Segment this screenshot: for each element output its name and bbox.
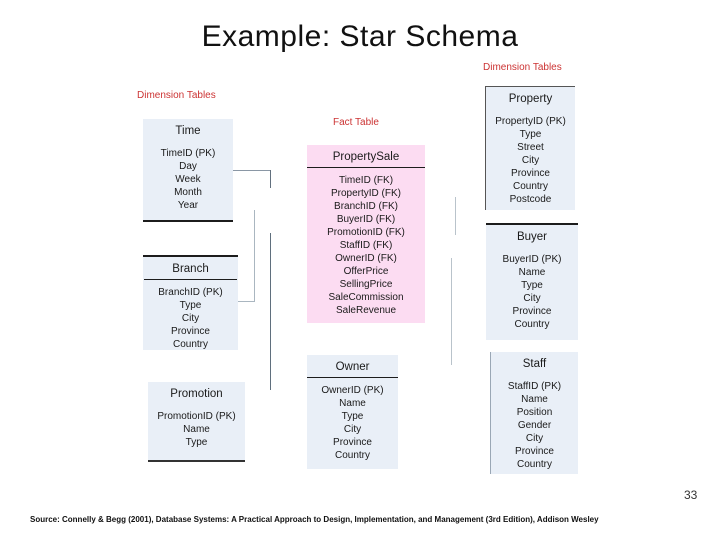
connector-time-fact-horizontal <box>233 170 270 171</box>
table-field: Postcode <box>509 194 552 205</box>
table-field: City <box>525 433 544 444</box>
connector-fact-staff-vertical <box>451 258 452 365</box>
table-field: Week <box>175 174 201 185</box>
table-field: SaleCommission <box>328 292 404 303</box>
table-field: Name <box>518 267 546 278</box>
table-header: PropertySale <box>307 145 425 168</box>
table-field: PropertyID (PK) <box>495 116 566 127</box>
slide-title: Example: Star Schema <box>201 20 519 53</box>
table-header: Branch <box>144 257 237 280</box>
table-field: PromotionID (FK) <box>327 227 405 238</box>
table-field: Street <box>517 142 544 153</box>
table-header: Property <box>508 93 553 105</box>
table-fields: TimeID (FK) PropertyID (FK) BranchID (FK) B… <box>307 168 425 317</box>
table-field: Type <box>185 437 208 448</box>
table-field: Country <box>512 181 548 192</box>
table-field: BranchID (PK) <box>158 287 223 298</box>
table-field: Type <box>519 129 542 140</box>
table-field: Country <box>172 339 208 350</box>
table-field: BranchID (FK) <box>334 201 398 212</box>
table-field: OwnerID (PK) <box>321 385 384 396</box>
table-field: Gender <box>517 420 552 431</box>
table-field: StaffID (PK) <box>507 381 562 392</box>
table-field: Year <box>177 200 199 211</box>
fact-table-property-sale: PropertySale TimeID (FK) PropertyID (FK) B… <box>307 145 425 323</box>
fact-table-label: Fact Table <box>333 117 379 128</box>
table-field: SellingPrice <box>339 279 393 290</box>
connector-time-fact-vertical <box>270 170 271 188</box>
table-header: Staff <box>522 358 547 370</box>
table-field: PromotionID (PK) <box>157 411 236 422</box>
table-field: Country <box>334 450 370 461</box>
table-header: Owner <box>307 355 398 378</box>
table-field: OfferPrice <box>343 266 389 277</box>
table-field: Province <box>512 306 552 317</box>
connector-fact-property-vertical <box>455 197 456 235</box>
table-field: City <box>343 424 362 435</box>
table-field: BuyerID (PK) <box>502 254 562 265</box>
table-field: Country <box>516 459 552 470</box>
table-field: Name <box>183 424 210 435</box>
table-header: Promotion <box>170 388 223 400</box>
table-field: PropertyID (FK) <box>330 188 401 199</box>
table-field: City <box>523 293 541 304</box>
table-field: City <box>521 155 540 166</box>
dimension-tables-label-left: Dimension Tables <box>137 90 216 101</box>
table-field: Province <box>333 437 372 448</box>
table-field: Province <box>511 168 550 179</box>
table-field: SaleRevenue <box>335 305 397 316</box>
table-field: BuyerID (FK) <box>336 214 396 225</box>
connector-branch-fact-vertical <box>254 210 255 302</box>
table-field: Name <box>521 394 548 405</box>
dimension-tables-label-right: Dimension Tables <box>483 62 562 73</box>
table-field: Name <box>339 398 366 409</box>
table-field: TimeID (PK) <box>160 148 216 159</box>
page-number: 33 <box>684 488 698 502</box>
table-header: Buyer <box>516 231 548 243</box>
table-field: StaffID (FK) <box>339 240 393 251</box>
table-header: Time <box>175 125 201 137</box>
connector-promotion-fact-vertical <box>270 233 271 390</box>
table-field: TimeID (FK) <box>338 175 394 186</box>
connector-branch-fact-horizontal <box>238 301 255 302</box>
table-field: Country <box>514 319 550 330</box>
table-field: Month <box>174 187 202 198</box>
table-field: Position <box>516 407 553 418</box>
table-field: Province <box>171 326 210 337</box>
source-citation: Source: Connelly & Begg (2001), Database… <box>30 515 599 524</box>
table-field: City <box>181 313 200 324</box>
table-field: Type <box>521 280 543 291</box>
table-field: Type <box>179 300 202 311</box>
table-field: Type <box>341 411 364 422</box>
table-field: Day <box>179 161 197 172</box>
table-field: OwnerID (FK) <box>335 253 397 264</box>
table-field: Province <box>515 446 554 457</box>
